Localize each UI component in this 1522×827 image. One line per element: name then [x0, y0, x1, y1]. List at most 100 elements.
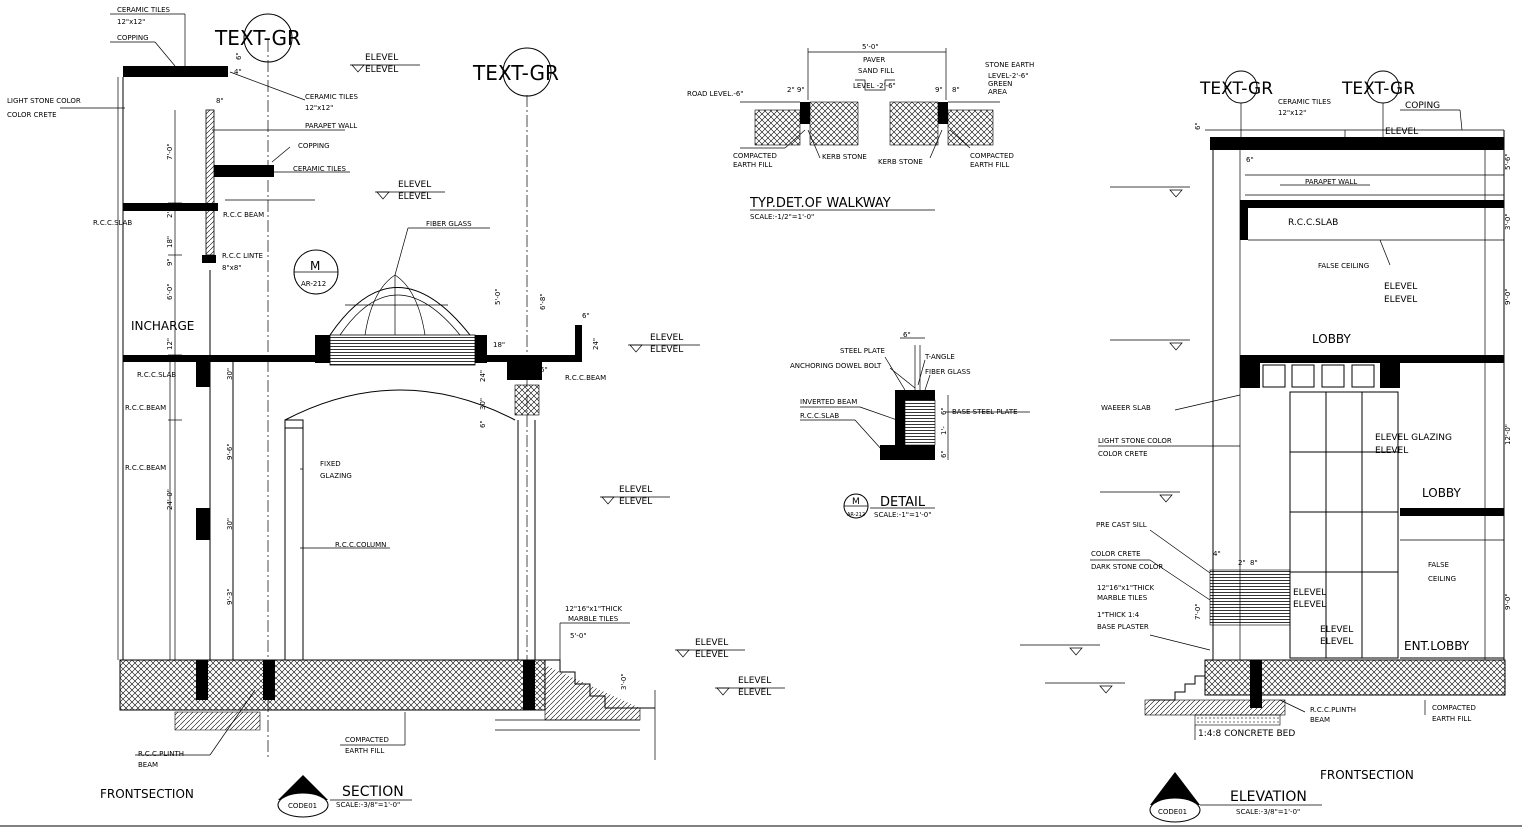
label-compacted-1: COMPACTED — [345, 736, 389, 744]
copping-slab — [123, 66, 228, 77]
detail-ref: AR-212 — [847, 512, 865, 518]
r-waeeer-slab: WAEEER SLAB — [1101, 404, 1151, 412]
r-compacted-2: EARTH FILL — [1432, 715, 1471, 723]
r-ceramic-size: 12"x12" — [1278, 109, 1306, 117]
label-incharge: INCHARGE — [131, 319, 194, 333]
r-coping: COPING — [1405, 101, 1440, 111]
stair-rise-dim: 3'-0" — [620, 673, 628, 690]
walkway-dim-2-9: 2" 9" — [787, 86, 805, 94]
r-ent-lobby: ENT.LOBBY — [1404, 639, 1470, 653]
r-dim-12: 12'-0" — [1504, 424, 1512, 445]
elevel-marker-5 — [675, 649, 745, 658]
section-code: CODE01 — [288, 802, 317, 810]
grid-bubble-1 — [243, 13, 293, 63]
dim-24c: 24" — [479, 370, 487, 382]
r-light-stone: LIGHT STONE COLOR — [1098, 437, 1172, 445]
label-ceramic-tiles-size: 12"x12" — [117, 18, 145, 26]
m-bubble-ref: AR-212 — [301, 280, 326, 288]
r-elevel-glazing: ELEVEL GLAZING — [1375, 433, 1452, 443]
label-rcc-beam-4: R.C.C.BEAM — [565, 374, 606, 382]
detail-dim-6c: 6" — [940, 450, 948, 458]
r-elevel-7: ELEVEL — [1320, 637, 1353, 647]
dim-6c: 6" — [479, 420, 487, 428]
r-dim-6: 6" — [1194, 122, 1202, 130]
label-marble-2: MARBLE TILES — [568, 615, 619, 623]
dim-30b: 30" — [226, 518, 234, 530]
label-rcc-slab-2: R.C.C.SLAB — [137, 371, 176, 379]
label-ceramic-tiles-top: CERAMIC TILES — [117, 6, 171, 14]
elevel-marker-6 — [715, 687, 785, 696]
detail-m-letter: M — [852, 497, 860, 507]
r-scale: SCALE:-3/8"=1'-0" — [1236, 808, 1300, 816]
r-parapet-wall: PARAPET WALL — [1305, 178, 1357, 186]
dim-24: 24'-0" — [166, 489, 174, 510]
r-rcc-plinth-1: R.C.C.PLINTH — [1310, 706, 1356, 714]
elev-marker-r1 — [1110, 186, 1190, 198]
r-code: CODE01 — [1158, 808, 1187, 816]
detail-rcc-slab: R.C.C.SLAB — [800, 412, 839, 420]
detail-scale: SCALE:-1"=1'-0" — [874, 511, 931, 519]
dim-4: 4" — [234, 68, 242, 76]
r-elevel-6: ELEVEL — [1320, 625, 1353, 635]
label-rcc-plinth-2: BEAM — [138, 761, 158, 769]
label-ceramic-tiles-2: CERAMIC TILES — [305, 93, 359, 101]
r-elevel-3: ELEVEL — [1375, 446, 1408, 456]
label-light-stone: LIGHT STONE COLOR — [7, 97, 81, 105]
elev-marker-r5 — [1045, 682, 1125, 694]
r-rcc-slab: R.C.C.SLAB — [1288, 218, 1338, 228]
walkway-detail-labels: 5'-0" PAVER SAND FILL LEVEL -2'-6" ROAD … — [687, 43, 1034, 221]
r-pre-cast-sill: PRE CAST SILL — [1096, 521, 1147, 529]
label-glazing: GLAZING — [320, 472, 352, 480]
r-dim-4: 4" — [1213, 550, 1221, 558]
r-compacted-1: COMPACTED — [1432, 704, 1476, 712]
dim-7: 7'-0" — [166, 143, 174, 160]
dim-18b: 18" — [493, 341, 505, 349]
walkway-kerb-2: KERB STONE — [878, 158, 923, 166]
dim-30a: 30" — [226, 368, 234, 380]
r-false-ceiling: FALSE CEILING — [1318, 262, 1369, 270]
r-ceramic-tiles: CERAMIC TILES — [1278, 98, 1332, 106]
label-rcc-linte: R.C.C LINTE — [222, 252, 263, 260]
r-elevel-top: ELEVEL — [1385, 127, 1418, 137]
detail-dim-6: 6" — [903, 331, 911, 339]
r-marble-1: 12"16"x1"THICK — [1097, 584, 1155, 592]
dim-12: 12" — [166, 338, 174, 350]
r-concrete-bed: 1:4:8 CONCRETE BED — [1198, 729, 1295, 739]
elevel-marker-4 — [600, 496, 670, 505]
elevel-3a: ELEVEL — [650, 333, 683, 343]
r-color-crete-2: COLOR CRETE — [1091, 550, 1141, 558]
r-rcc-plinth-2: BEAM — [1310, 716, 1330, 724]
label-rcc-slab: R.C.C.SLAB — [93, 219, 132, 227]
r-marble-2: MARBLE TILES — [1097, 594, 1148, 602]
m-bubble-letter: M — [310, 259, 320, 273]
walkway-title: TYP.DET.OF WALKWAY — [749, 196, 891, 211]
r-elevation-title: ELEVATION — [1230, 789, 1307, 805]
dim-6b: 6" — [582, 312, 590, 320]
elevel-3b: ELEVEL — [650, 345, 683, 355]
dome-outline — [329, 287, 471, 336]
dim-30c: 30" — [479, 398, 487, 410]
label-rcc-beam-3: R.C.C.BEAM — [125, 464, 166, 472]
detail-t-angle: T-ANGLE — [924, 353, 955, 361]
r-dim-8: 8" — [1250, 559, 1258, 567]
elevel-4a: ELEVEL — [619, 485, 652, 495]
section-symbol — [277, 775, 412, 818]
walkway-road-level: ROAD LEVEL.-6" — [687, 90, 744, 98]
r-dim-9b: 9'-0" — [1504, 593, 1512, 610]
elev-marker-r4 — [1020, 644, 1100, 656]
elevel-5a: ELEVEL — [695, 638, 728, 648]
walkway-sand-fill: SAND FILL — [858, 67, 894, 75]
dim-8: 8" — [216, 97, 224, 105]
label-color-crete: COLOR CRETE — [7, 111, 57, 119]
r-lobby-2: LOBBY — [1422, 486, 1462, 500]
r-dim-6b: 6" — [1246, 156, 1254, 164]
detail-title: DETAIL — [880, 495, 926, 510]
detail-dim-6b: 6" — [940, 407, 948, 415]
walkway-compacted-l2: EARTH FILL — [733, 161, 772, 169]
r-dark-stone: DARK STONE COLOR — [1091, 563, 1163, 571]
walkway-compacted-r1: COMPACTED — [970, 152, 1014, 160]
label-copping-2: COPPING — [298, 142, 330, 150]
dim-24b: 24" — [592, 338, 600, 350]
r-elevel-5: ELEVEL — [1293, 600, 1326, 610]
